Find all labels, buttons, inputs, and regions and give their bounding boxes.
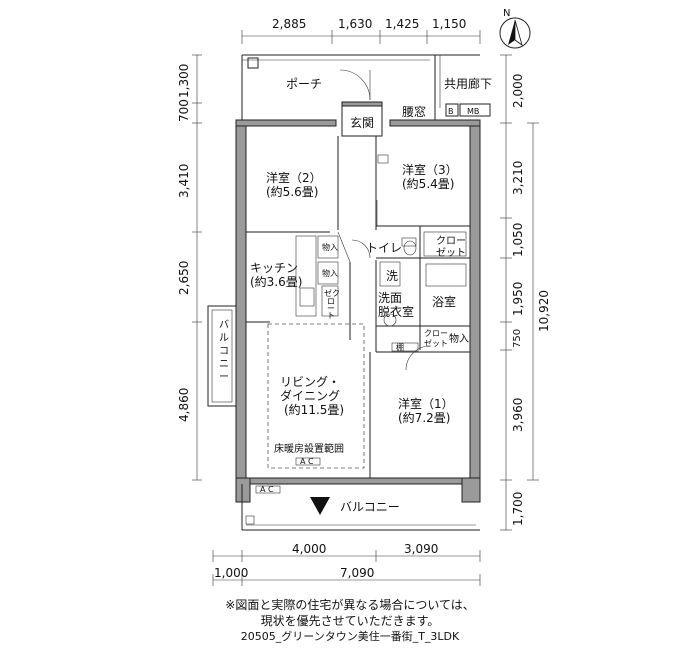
dim-right-6: 3,960 bbox=[511, 398, 525, 432]
bedroom1-label: 洋室（1） bbox=[398, 396, 454, 411]
living-area: (約11.5畳) bbox=[284, 402, 344, 417]
dim-top-4: 1,150 bbox=[432, 17, 466, 31]
living-label-2: ダイニング bbox=[280, 388, 340, 403]
meter-mb-label: MB bbox=[467, 107, 479, 116]
side-balcony-char-2: ル bbox=[219, 333, 229, 344]
dim-right-7: 1,700 bbox=[511, 492, 525, 526]
dim-top-2: 1,630 bbox=[338, 17, 372, 31]
bedroom2-area: (約5.6畳) bbox=[266, 184, 318, 199]
dim-top-3: 1,425 bbox=[385, 17, 419, 31]
dim-bottom-3: 1,000 bbox=[214, 566, 248, 580]
top-dimension-line: 2,885 1,630 1,425 1,150 bbox=[241, 17, 481, 44]
washroom-label-2: 脱衣室 bbox=[378, 304, 414, 319]
closet-kitchen-char-4: ト bbox=[327, 311, 335, 320]
closet-top-label-2: ゼット bbox=[436, 247, 466, 259]
floor-heating-area bbox=[267, 323, 365, 469]
bathroom-label: 浴室 bbox=[432, 294, 456, 309]
dim-left-3: 3,410 bbox=[177, 164, 191, 198]
closet-top-label-1: クロー bbox=[436, 235, 466, 247]
closet-kitchen-char-3: ー bbox=[327, 304, 335, 313]
storage-kitchen-label: 物入 bbox=[322, 242, 338, 252]
porch-label: ポーチ bbox=[286, 77, 322, 91]
ac-unit-label-2: A C bbox=[300, 457, 314, 466]
dim-left-5: 4,860 bbox=[177, 388, 191, 422]
bedroom3-area: (約5.4畳) bbox=[402, 176, 454, 191]
side-balcony-char-5: ー bbox=[219, 372, 229, 383]
bedroom1-area: (約7.2畳) bbox=[398, 410, 450, 425]
ac-unit-label-1: A C bbox=[260, 485, 274, 494]
dim-top-1: 2,885 bbox=[272, 17, 306, 31]
dim-right-2: 3,210 bbox=[511, 161, 525, 195]
bottom-dimension-line: 4,000 3,090 1,000 7,090 bbox=[212, 542, 481, 586]
closet-small-label-1: クロー bbox=[424, 329, 448, 338]
kitchen-area: (約3.6畳) bbox=[250, 274, 302, 289]
closet-small-label-2: ゼット bbox=[424, 338, 448, 348]
left-dimension-line: 1,300 700 3,410 2,650 4,860 bbox=[177, 54, 202, 481]
bottom-balcony: バルコニー A C bbox=[241, 484, 480, 531]
dim-right-4: 1,950 bbox=[511, 282, 525, 316]
dim-left-1: 1,300 bbox=[177, 64, 191, 98]
dim-bottom-4: 7,090 bbox=[340, 566, 374, 580]
disclaimer-line-2: 現状を優先させていただきます。 bbox=[260, 614, 440, 628]
waist-window-label: 腰窓 bbox=[402, 104, 426, 119]
closet-kitchen-char-2: ロ bbox=[327, 297, 335, 306]
storage-kitchen-label-2: 物入 bbox=[322, 268, 338, 278]
side-balcony: バ ル コ ニ ー bbox=[207, 305, 237, 407]
interior-walls bbox=[246, 136, 470, 478]
common-corridor-label: 共用廊下 bbox=[444, 76, 492, 91]
side-balcony-char-3: コ bbox=[219, 346, 229, 357]
kitchen-label: キッチン bbox=[250, 261, 298, 275]
living-label-1: リビング・ bbox=[280, 375, 340, 389]
dim-right-total: 10,920 bbox=[537, 290, 551, 332]
dim-left-4: 2,650 bbox=[177, 261, 191, 295]
outer-walls bbox=[235, 101, 481, 503]
side-balcony-char-1: バ bbox=[219, 319, 229, 331]
bedroom2-label: 洋室（2） bbox=[266, 170, 322, 185]
side-balcony-char-4: ニ bbox=[219, 359, 229, 370]
bedroom3-label: 洋室（3） bbox=[402, 162, 458, 177]
entrance-label: 玄関 bbox=[350, 115, 374, 130]
dim-bottom-1: 4,000 bbox=[292, 542, 326, 556]
compass-north-label: N bbox=[503, 8, 510, 19]
porch-area: B MB ポーチ 共用廊下 腰窓 bbox=[241, 54, 492, 123]
north-compass-icon: N bbox=[499, 8, 531, 49]
disclaimer-line-1: ※図面と実際の住宅が異なる場合については、 bbox=[225, 598, 475, 612]
meter-b-label: B bbox=[448, 107, 454, 116]
dim-bottom-2: 3,090 bbox=[404, 542, 438, 556]
floor-heating-label: 床暖房設置範囲 bbox=[274, 442, 344, 455]
balcony-arrow-icon bbox=[310, 497, 330, 515]
toilet-label: トイレ bbox=[366, 241, 402, 255]
bottom-balcony-label: バルコニー bbox=[340, 500, 400, 514]
shelf-label: 棚 bbox=[396, 342, 404, 352]
closet-kitchen-char-1: ゼク bbox=[324, 288, 340, 298]
plan-caption: 20505_グリーンタウン美住一番街_T_3LDK bbox=[240, 630, 460, 643]
dim-left-2: 700 bbox=[177, 99, 191, 122]
dim-right-1: 2,000 bbox=[511, 74, 525, 108]
dim-right-5: 750 bbox=[512, 329, 523, 348]
washer-label: 洗 bbox=[386, 269, 398, 283]
washroom-label-1: 洗面 bbox=[378, 291, 402, 305]
dim-right-3: 1,050 bbox=[511, 223, 525, 257]
right-dimension-line: 2,000 3,210 1,050 1,950 750 3,960 1,700 … bbox=[500, 54, 551, 531]
storage2-label: 物入 bbox=[449, 332, 469, 345]
